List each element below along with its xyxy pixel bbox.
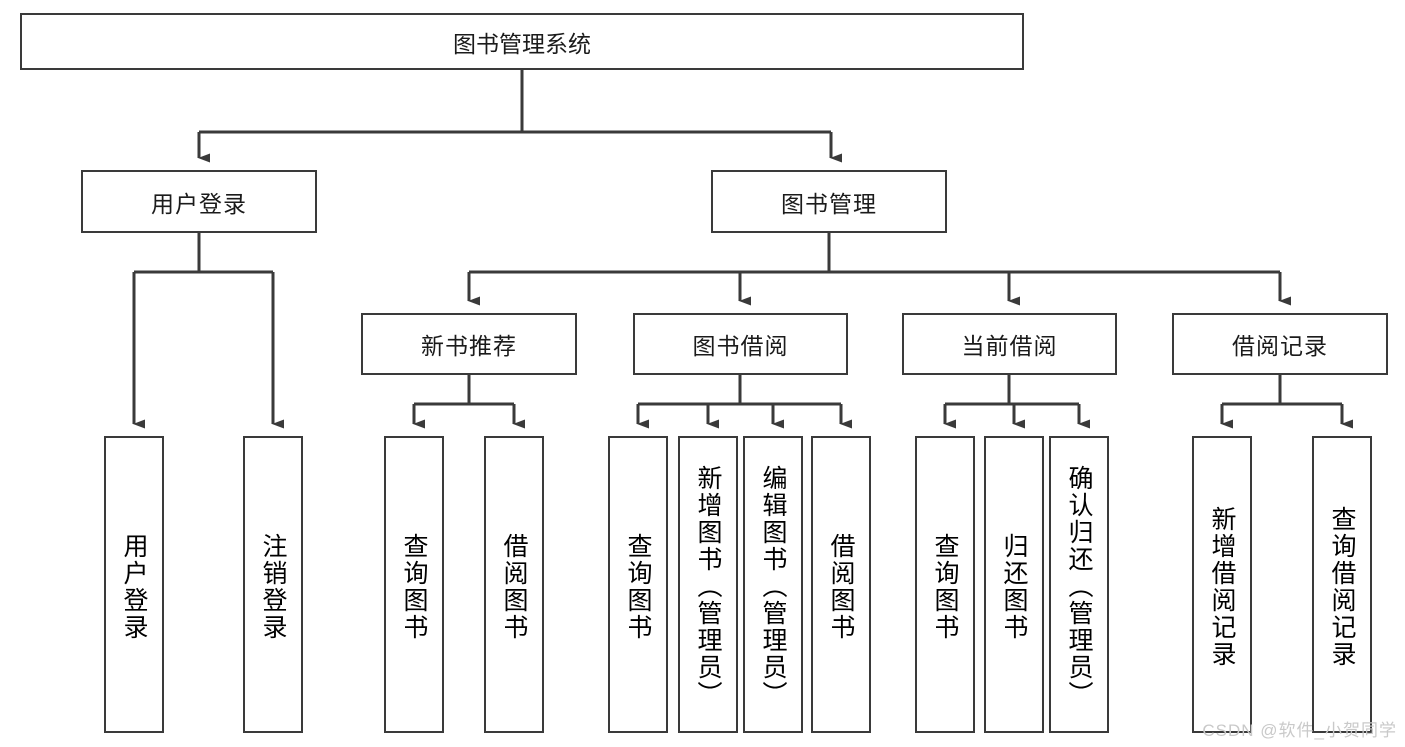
node-leaf-query-record[interactable]: 查询借阅记录 [1312, 436, 1372, 733]
node-label: 用户登录 [151, 190, 247, 217]
node-label: 新增借阅记录 [1208, 505, 1236, 668]
node-label: 用户登录 [120, 532, 148, 641]
watermark: CSDN @软件_小贺同学 [1202, 721, 1397, 740]
node-label: 当前借阅 [961, 333, 1058, 359]
node-leaf-borrow-book-1[interactable]: 借阅图书 [484, 436, 544, 733]
node-leaf-borrow-book-2[interactable]: 借阅图书 [811, 436, 871, 733]
node-label: 查询图书 [624, 532, 652, 641]
node-leaf-query-book-2[interactable]: 查询图书 [608, 436, 668, 733]
node-label: 图书管理系统 [453, 30, 591, 57]
node-label: 归还图书 [1000, 532, 1028, 641]
node-leaf-add-book[interactable]: 新增图书（管理员） [678, 436, 738, 733]
node-label: 新增图书（管理员） [694, 465, 722, 708]
node-label: 查询借阅记录 [1328, 505, 1356, 668]
node-leaf-edit-book[interactable]: 编辑图书（管理员） [743, 436, 803, 733]
node-label: 确认归还（管理员） [1065, 465, 1093, 708]
node-label: 查询图书 [931, 532, 959, 641]
node-leaf-logout-login[interactable]: 注销登录 [243, 436, 303, 733]
node-label: 图书管理 [781, 190, 877, 217]
node-leaf-user-login[interactable]: 用户登录 [104, 436, 164, 733]
node-current-borrow[interactable]: 当前借阅 [902, 313, 1117, 375]
node-book-manage[interactable]: 图书管理 [711, 170, 947, 233]
node-book-borrow[interactable]: 图书借阅 [633, 313, 848, 375]
node-borrow-record[interactable]: 借阅记录 [1172, 313, 1388, 375]
node-label: 借阅图书 [827, 532, 855, 641]
node-leaf-add-record[interactable]: 新增借阅记录 [1192, 436, 1252, 733]
node-label: 借阅图书 [500, 532, 528, 641]
node-label: 注销登录 [259, 532, 287, 641]
node-leaf-confirm-return[interactable]: 确认归还（管理员） [1049, 436, 1109, 733]
node-leaf-query-book-3[interactable]: 查询图书 [915, 436, 975, 733]
node-label: 编辑图书（管理员） [759, 465, 787, 708]
node-root-book-management-system[interactable]: 图书管理系统 [20, 13, 1024, 70]
node-label: 新书推荐 [421, 333, 517, 359]
node-leaf-return-book[interactable]: 归还图书 [984, 436, 1044, 733]
node-label: 图书借阅 [692, 333, 789, 359]
node-user-login[interactable]: 用户登录 [81, 170, 317, 233]
node-label: 借阅记录 [1232, 333, 1328, 359]
node-new-book-recommend[interactable]: 新书推荐 [361, 313, 577, 375]
node-label: 查询图书 [400, 532, 428, 641]
node-leaf-query-book-1[interactable]: 查询图书 [384, 436, 444, 733]
